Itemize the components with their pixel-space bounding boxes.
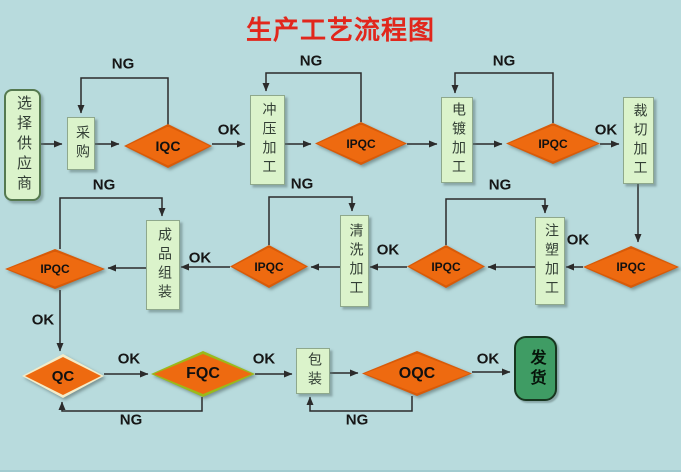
edge-label-ok-ipqc4: OK <box>376 241 400 259</box>
arrow-ipqc4-ng-to-molding <box>445 198 549 245</box>
node-qc-diamond: QC <box>22 354 104 398</box>
node-cleaning-label: 清洗加工 <box>347 223 363 299</box>
edge-label-ng-ipqc6: NG <box>92 176 116 194</box>
edge-label-ok-iqc: OK <box>217 121 241 139</box>
node-assembly-label: 成品组装 <box>156 227 171 303</box>
node-cleaning: 清洗加工 <box>340 215 369 307</box>
node-ipqc3-diamond: IPQC <box>583 246 679 288</box>
edge-label-ng-ipqc1: NG <box>299 52 323 70</box>
node-ipqc4-label: IPQC <box>431 259 461 274</box>
edge-label-ng-iqc: NG <box>111 55 135 73</box>
node-plating-label: 电镀加工 <box>450 102 465 178</box>
node-select-supplier-label: 选择供应商 <box>15 95 31 195</box>
edge-label-ok-ipqc6: OK <box>31 311 55 329</box>
node-ipqc5-diamond: IPQC <box>230 245 308 288</box>
node-assembly: 成品组装 <box>146 220 180 310</box>
node-oqc-label: OQC <box>398 364 436 382</box>
edge-label-ok-qc: OK <box>117 350 141 368</box>
node-molding-label: 注塑加工 <box>543 223 558 299</box>
node-shipping-label: 发货 <box>527 348 545 389</box>
node-fqc-label: FQC <box>186 365 220 382</box>
node-packing: 包装 <box>296 348 330 394</box>
arrow-fqc-ng-to-qc <box>58 397 203 412</box>
node-stamping: 冲压加工 <box>250 95 285 185</box>
node-stamping-label: 冲压加工 <box>260 102 276 178</box>
slide-bottom-edge <box>0 470 681 472</box>
node-cutting-label: 裁切加工 <box>631 102 647 179</box>
node-ipqc4-diamond: IPQC <box>407 245 485 288</box>
arrow-oqc-ng-to-packing <box>306 396 413 412</box>
node-purchase-label: 采购 <box>74 124 89 163</box>
edge-label-ng-ipqc5: NG <box>290 175 314 193</box>
node-ipqc3-label: IPQC <box>616 260 646 274</box>
node-ipqc6-label: IPQC <box>40 262 70 276</box>
edge-label-ng-ipqc4: NG <box>488 176 512 194</box>
node-fqc-diamond: FQC <box>151 351 255 397</box>
node-select-supplier: 选择供应商 <box>4 89 41 201</box>
node-shipping: 发货 <box>514 336 557 401</box>
edge-label-ng-oqc: NG <box>345 411 369 429</box>
edge-label-ok-fqc: OK <box>252 350 276 368</box>
node-purchase: 采购 <box>67 117 95 170</box>
node-qc-label: QC <box>51 367 75 385</box>
node-packing-label: 包装 <box>306 352 321 390</box>
edge-label-ok-ipqc3: OK <box>566 231 590 249</box>
node-ipqc1-diamond: IPQC <box>315 122 407 165</box>
edge-label-ng-ipqc2: NG <box>492 52 516 70</box>
node-iqc-label: IQC <box>155 138 181 154</box>
node-ipqc2-label: IPQC <box>538 136 568 151</box>
node-plating: 电镀加工 <box>441 97 473 183</box>
edge-label-ok-ipqc2: OK <box>594 121 618 139</box>
edge-label-ok-ipqc5: OK <box>188 249 212 267</box>
node-ipqc1-label: IPQC <box>346 136 376 151</box>
node-ipqc6-diamond: IPQC <box>5 249 105 289</box>
node-iqc-diamond: IQC <box>124 124 212 168</box>
node-cutting: 裁切加工 <box>623 97 654 184</box>
page-title: 生产工艺流程图 <box>245 16 435 45</box>
node-ipqc5-label: IPQC <box>254 259 284 274</box>
edge-label-ng-fqc: NG <box>119 411 143 429</box>
node-oqc-diamond: OQC <box>362 351 472 396</box>
node-molding: 注塑加工 <box>535 217 565 305</box>
node-ipqc2-diamond: IPQC <box>506 123 600 164</box>
edge-label-ok-oqc: OK <box>476 350 500 368</box>
